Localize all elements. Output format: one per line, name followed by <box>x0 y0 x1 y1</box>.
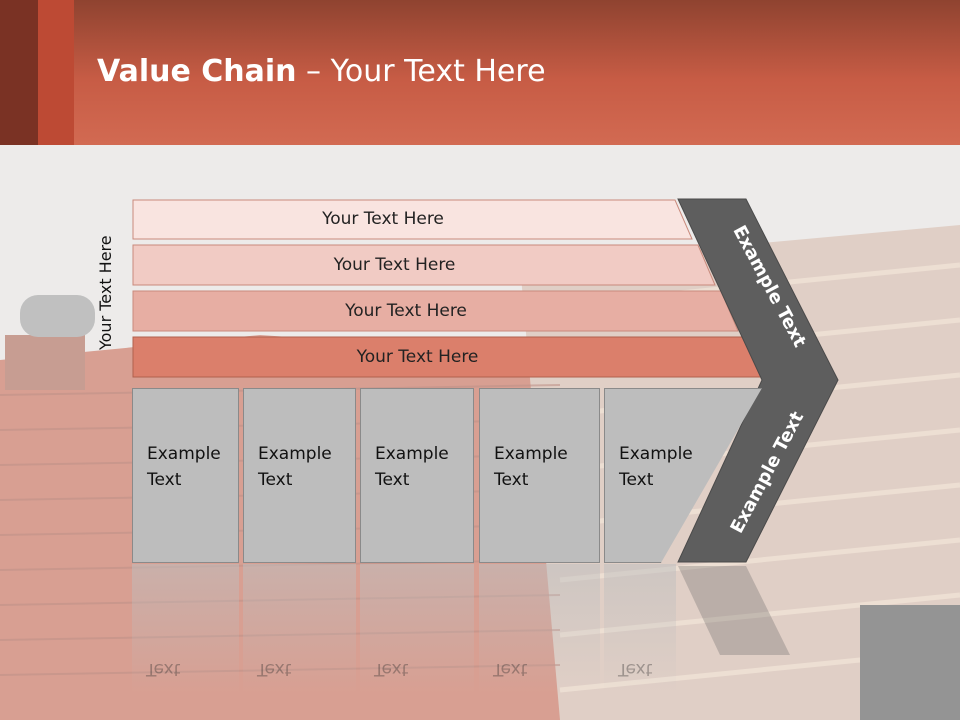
activity-box-5-line2: Text <box>619 470 654 490</box>
slide-title-rest: – Your Text Here <box>296 54 546 89</box>
activity-box-2[interactable]: Example Text <box>243 388 356 563</box>
slide-title-bold: Value Chain <box>97 54 297 89</box>
side-vertical-label[interactable]: Your Text Here <box>96 235 115 350</box>
accent-stripe-dark <box>0 0 38 145</box>
band-3[interactable]: Your Text Here <box>345 301 467 321</box>
title-bar: Value Chain – Your Text Here <box>0 0 960 145</box>
chevron-reflection <box>678 566 790 655</box>
activity-box-1-line1: Example <box>147 444 221 464</box>
box-reflection-2: Text <box>243 564 356 694</box>
band-shape-1 <box>132 199 693 240</box>
box-reflection-3: Text <box>360 564 474 694</box>
box-reflection-2-text: Text <box>257 659 292 679</box>
band-shape-3 <box>132 290 739 332</box>
box-reflection-4: Text <box>479 564 600 694</box>
chevron-arrow <box>677 198 839 563</box>
activity-box-3[interactable]: Example Text <box>360 388 474 563</box>
band-2[interactable]: Your Text Here <box>333 255 456 275</box>
band-4[interactable]: Your Text Here <box>356 347 479 367</box>
activity-box-3-line2: Text <box>375 470 410 490</box>
accent-stripe-light <box>38 0 74 145</box>
activity-box-4-line2: Text <box>494 470 529 490</box>
activity-box-4[interactable]: Example Text <box>479 388 600 563</box>
activity-box-1[interactable]: Example Text <box>132 388 239 563</box>
box-reflection-3-text: Text <box>374 659 409 679</box>
slide-title[interactable]: Value Chain – Your Text Here <box>97 54 546 89</box>
activity-box-2-line2: Text <box>258 470 293 490</box>
activity-box-2-line1: Example <box>258 444 332 464</box>
box-reflection-1: Text <box>132 564 239 694</box>
box-reflection-4-text: Text <box>493 659 528 679</box>
band-1[interactable]: Your Text Here <box>322 209 444 229</box>
activity-box-1-line2: Text <box>147 470 182 490</box>
box-reflection-5-text: Text <box>618 659 653 679</box>
activity-box-5-line1: Example <box>619 444 693 464</box>
activity-box-3-line1: Example <box>375 444 449 464</box>
box-reflection-1-text: Text <box>146 659 181 679</box>
band-shape-2 <box>132 244 716 286</box>
activity-box-4-line1: Example <box>494 444 568 464</box>
box-reflection-5: Text <box>604 564 676 694</box>
